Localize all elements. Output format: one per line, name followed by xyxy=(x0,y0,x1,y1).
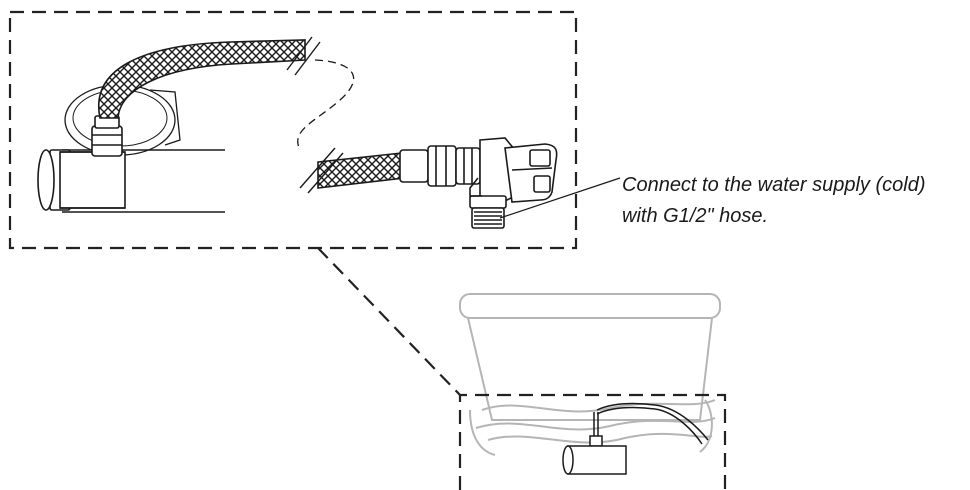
basin xyxy=(459,293,721,456)
braided-hose-lower xyxy=(317,152,405,189)
inlet-valve xyxy=(399,137,558,229)
zoom-leader-line xyxy=(317,247,461,396)
braided-hose-upper xyxy=(97,39,306,119)
tap-assembly xyxy=(37,84,225,213)
callout-text: Connect to the water supply (cold) with … xyxy=(622,170,970,232)
basin-detail-frame xyxy=(458,393,727,490)
callout-line-1: Connect to the water supply (cold) xyxy=(622,174,926,196)
hidden-hose-continuation xyxy=(297,59,355,151)
callout-leader xyxy=(499,177,621,219)
callout-line-2: with G1/2" hose. xyxy=(622,205,769,227)
detail-frame xyxy=(8,10,578,250)
basin-hose xyxy=(562,402,709,475)
